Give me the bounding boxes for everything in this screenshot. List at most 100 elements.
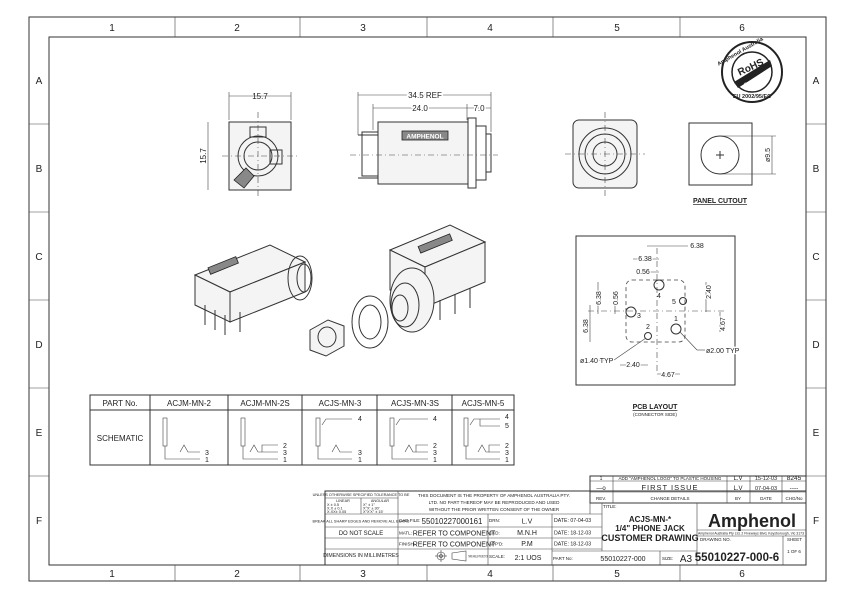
- pcb-dimension: 0.56: [636, 269, 650, 276]
- pin-number: 3: [283, 450, 287, 457]
- pin-number: 4: [505, 414, 509, 421]
- pcb-dimension: 2.40: [706, 285, 713, 299]
- isometric-view-left: [193, 244, 313, 335]
- drawn-date: DATE: 07-04-03: [554, 518, 591, 524]
- pcb-layout-title: PCB LAYOUT: [633, 404, 679, 411]
- revision-by: L.V: [733, 486, 742, 492]
- finish-value: REFER TO COMPONENT: [413, 542, 496, 549]
- column-label: 3: [360, 23, 366, 34]
- pin-number: 2: [283, 443, 287, 450]
- pin-number: 1: [358, 457, 362, 464]
- linear-tolerance: X.X ± 0.1: [327, 507, 343, 511]
- company-address: Amphenol Australia Pty Ltd, 2 Fiveways B…: [698, 532, 804, 536]
- linear-label: LINEAR: [336, 499, 350, 503]
- dimension-body-length: 24.0: [412, 104, 428, 113]
- drawing-number-label: DRAWING NO.: [700, 537, 731, 542]
- cad-file-value: 55010227000161: [422, 517, 483, 526]
- revision-number: —o: [596, 486, 606, 492]
- revision-number: 1: [600, 476, 603, 482]
- row-label: B: [813, 164, 820, 175]
- angular-tolerance: X°X' ± 30': [363, 507, 380, 511]
- front-view: 15.7 15.7: [199, 92, 298, 198]
- pcb-hole-small: ø1.40 TYP: [580, 358, 614, 365]
- angular-tolerance: X°X'X" ± 15': [363, 510, 384, 514]
- panel-cutout: ø9.5 PANEL CUTOUT: [688, 122, 776, 205]
- schematic-table: PART No. SCHEMATIC ACJM-MN-2 ACJM-MN-2S …: [89, 394, 515, 466]
- tolerance-title: UNLESS OTHERWISE SPECIFIED TOLERANCE TO …: [313, 493, 410, 497]
- pin-number: 1: [205, 457, 209, 464]
- pin-number: 4: [358, 416, 362, 423]
- rohs-bottom-text: EU 2002/95/EC: [733, 94, 771, 100]
- table-header: PART No.: [102, 399, 137, 408]
- panel-cutout-title: PANEL CUTOUT: [693, 198, 748, 205]
- size-value: A3: [680, 554, 693, 565]
- pcb-dimension: 6.38: [638, 256, 652, 263]
- scale-value: 2:1 UOS: [515, 555, 542, 562]
- dimension-front-height: 15.7: [199, 148, 208, 164]
- revision-header: BY: [735, 496, 741, 501]
- part-number: ACJM-MN-2: [167, 399, 212, 408]
- pin-label: 1: [674, 316, 678, 323]
- pcb-layout: 4 5 3 2 1 6.38 6.38 0.56 6.38 0.56 6.38 …: [575, 235, 741, 417]
- pin-number: 1: [433, 457, 437, 464]
- revision-header: CHG/No: [785, 496, 802, 501]
- column-label: 5: [614, 569, 620, 580]
- panel-diameter: ø9.5: [765, 148, 772, 162]
- revision-details: ADD "AMPHENOL LOGO" TO PLASTIC HOUSING: [619, 476, 722, 481]
- part-number-value: 55010227-000: [600, 556, 645, 563]
- drawing-frame: 1 2 3 4 5 6 1 2 3 4 5 6 A B C D E F A B …: [28, 16, 827, 582]
- revision-block: 1 ADD "AMPHENOL LOGO" TO PLASTIC HOUSING…: [589, 475, 807, 504]
- drawing-title: ACJS-MN-*: [629, 515, 672, 524]
- column-label: 6: [739, 23, 745, 34]
- side-view: AMPHENOL 34.5 REF 24.0 7.0: [350, 90, 498, 189]
- pin-number: 1: [505, 457, 509, 464]
- pin-number: 3: [505, 450, 509, 457]
- size-label: SIZE:: [662, 556, 673, 561]
- column-label: 1: [109, 569, 115, 580]
- projection-label: THIRD ANGLE PROJECTION: [468, 555, 488, 559]
- pcb-pin-labels: 4 5 3 2 1: [637, 293, 678, 331]
- title-label: TITLE:: [603, 504, 617, 509]
- rear-view: [565, 112, 645, 196]
- column-label: 4: [487, 569, 493, 580]
- pin-number: 2: [505, 443, 509, 450]
- sheet-value: 1 OF 6: [787, 549, 801, 554]
- revision-header: CHANGE DETAILS: [651, 496, 690, 501]
- drawn-value: L.V: [522, 519, 533, 526]
- scale-label: SCALE:: [489, 554, 505, 559]
- pin-number: 5: [505, 423, 509, 430]
- part-number: ACJS-MN-3S: [391, 399, 439, 408]
- sheet-label: SHEET: [787, 537, 802, 542]
- row-label: A: [36, 76, 43, 87]
- revision-date: 15-12-03: [755, 476, 777, 482]
- row-label: F: [813, 516, 819, 527]
- dimension-front-width: 15.7: [252, 92, 268, 101]
- linear-tolerance: X.XX± 0.05: [327, 510, 346, 514]
- part-number: ACJM-MN-2S: [240, 399, 289, 408]
- property-notice: WITHOUT THE PRIOR WRITTEN CONSENT OF THE…: [429, 507, 560, 512]
- pcb-layout-subtitle: (CONNECTOR SIDE): [633, 412, 677, 417]
- column-label: 3: [360, 569, 366, 580]
- revision-change-number: 8245: [787, 475, 802, 482]
- row-label: A: [813, 76, 820, 87]
- row-label: E: [813, 428, 820, 439]
- pin-number: 3: [358, 450, 362, 457]
- company-logo: Amphenol: [708, 511, 796, 531]
- cad-file-label: CAD FILE:: [399, 518, 421, 523]
- pin-label: 2: [646, 324, 650, 331]
- pin-number: 4: [433, 416, 437, 423]
- column-label: 6: [739, 569, 745, 580]
- pcb-dimension: 6.38: [583, 319, 590, 333]
- column-label: 5: [614, 23, 620, 34]
- property-notice: THIS DOCUMENT IS THE PROPERTY OF AMPHENO…: [418, 493, 570, 498]
- column-label: 2: [234, 569, 240, 580]
- material-value: REFER TO COMPONENT: [413, 531, 496, 538]
- schematic-symbols: [162, 417, 500, 460]
- pcb-dimension: 0.56: [613, 291, 620, 305]
- projection-symbol: THIRD ANGLE PROJECTION: [435, 550, 488, 562]
- row-label: B: [36, 164, 43, 175]
- pcb-hole-large: ø2.00 TYP: [706, 348, 740, 355]
- row-label: D: [812, 340, 819, 351]
- pin-number: 1: [283, 457, 287, 464]
- rohs-compliance-seal: RoHS Compliant Amphenol Australia EU 200…: [717, 36, 783, 103]
